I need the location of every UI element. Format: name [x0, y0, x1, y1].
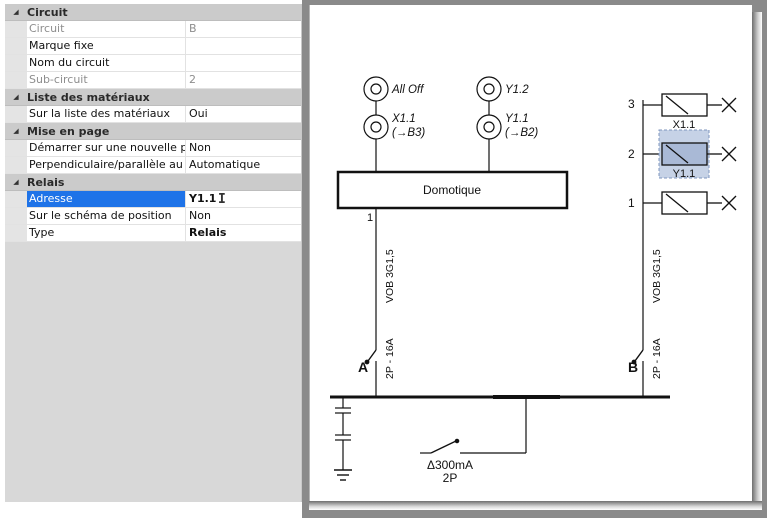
property-row-sub-circuit: Sub-circuit 2	[5, 72, 301, 89]
breaker-a-switch[interactable]	[367, 349, 377, 362]
property-row-marque-fixe[interactable]: Marque fixe	[5, 38, 301, 55]
contact-y12-circle[interactable]	[476, 76, 502, 102]
domotique-label: Domotique	[423, 183, 481, 197]
property-value-sur-la-liste[interactable]: Oui	[189, 107, 208, 120]
collapse-triangle-icon[interactable]: ◢	[13, 93, 19, 101]
collapse-triangle-icon[interactable]: ◢	[13, 127, 19, 135]
section-title: Circuit	[27, 5, 68, 19]
property-row-nom-du-circuit[interactable]: Nom du circuit	[5, 55, 301, 72]
section-relais[interactable]: ◢ Relais	[5, 174, 301, 191]
property-name: Sur la liste des matériaux	[27, 106, 186, 122]
property-row-demarrer[interactable]: Démarrer sur une nouvelle pag Non	[5, 140, 301, 157]
property-row-circuit: Circuit B	[5, 21, 301, 38]
section-title: Mise en page	[27, 124, 110, 138]
contact-y12-label: Y1.2	[505, 84, 529, 96]
property-grid-empty-area	[5, 242, 301, 502]
relay-number-3: 3	[628, 97, 635, 111]
canvas-shadow	[309, 501, 762, 510]
property-value-sub-circuit: 2	[189, 73, 196, 86]
property-name: Sur le schéma de position	[27, 208, 186, 224]
property-value-schema-position[interactable]: Non	[189, 209, 211, 222]
property-name: Circuit	[27, 21, 186, 37]
schematic-canvas[interactable]: All Off X1.1 (→B3) Y1.2 Y1.1 (→B2) Domot…	[309, 5, 752, 501]
differential-poles: 2P	[443, 471, 458, 485]
property-value-circuit: B	[189, 22, 197, 35]
property-row-adresse[interactable]: Adresse Y1.1 I	[5, 191, 301, 208]
breaker-a-label: A	[358, 359, 368, 375]
collapse-triangle-icon[interactable]: ◢	[13, 8, 19, 16]
contact-all-off-label: All Off	[391, 84, 425, 96]
property-name: Type	[27, 225, 186, 241]
relay-label-y11: Y1.1	[673, 168, 696, 180]
property-row-type[interactable]: Type Relais	[5, 225, 301, 242]
property-name: Marque fixe	[27, 38, 186, 54]
property-value-marque-fixe[interactable]	[186, 38, 301, 54]
relay-1[interactable]	[661, 191, 708, 215]
property-name: Adresse	[27, 191, 186, 207]
relay-2[interactable]	[661, 142, 708, 166]
section-title: Relais	[27, 175, 65, 189]
collapse-triangle-icon[interactable]: ◢	[13, 178, 19, 186]
relay-label-x11: X1.1	[673, 119, 696, 131]
property-row-sur-la-liste[interactable]: Sur la liste des matériaux Oui	[5, 106, 301, 123]
breaker-b-rating: 2P - 16A	[651, 338, 663, 379]
adresse-input[interactable]: Y1.1 I	[186, 191, 301, 207]
breaker-b-label: B	[628, 359, 638, 375]
section-title: Liste des matériaux	[27, 90, 150, 104]
domotique-box[interactable]	[336, 170, 569, 210]
contact-x11-circle[interactable]	[363, 114, 389, 140]
contact-x11-ref: (→B3)	[392, 127, 425, 139]
property-name: Démarrer sur une nouvelle pag	[29, 140, 186, 156]
property-value-type[interactable]: Relais	[189, 226, 227, 239]
breaker-b-switch[interactable]	[634, 349, 644, 362]
section-liste-des-materiaux[interactable]: ◢ Liste des matériaux	[5, 89, 301, 106]
relay-number-1: 1	[628, 196, 635, 210]
contact-y11-ref: (→B2)	[505, 127, 538, 139]
property-name: Perpendiculaire/parallèle au câl	[29, 157, 186, 173]
property-value-demarrer[interactable]: Non	[189, 141, 211, 154]
property-row-perpendiculaire[interactable]: Perpendiculaire/parallèle au câl Automat…	[5, 157, 301, 174]
relay-3[interactable]	[661, 93, 708, 117]
property-name: Sub-circuit	[27, 72, 186, 88]
contact-x11-label: X1.1	[391, 113, 416, 125]
property-row-schema-position[interactable]: Sur le schéma de position Non	[5, 208, 301, 225]
relay-number-2: 2	[628, 147, 635, 161]
section-circuit[interactable]: ◢ Circuit	[5, 4, 301, 21]
cable-b-label: VOB 3G1,5	[651, 249, 663, 303]
differential-switch[interactable]	[430, 440, 457, 454]
cable-a-label: VOB 3G1,5	[384, 249, 396, 303]
contact-y11-circle[interactable]	[476, 114, 502, 140]
canvas-shadow	[752, 12, 762, 508]
section-mise-en-page[interactable]: ◢ Mise en page	[5, 123, 301, 140]
breaker-a-rating: 2P - 16A	[384, 338, 396, 379]
differential-rating: Δ300mA	[427, 458, 473, 472]
text-cursor-icon: I	[218, 192, 226, 207]
contact-y11-label: Y1.1	[505, 113, 529, 125]
property-name: Nom du circuit	[27, 55, 186, 71]
property-grid: ◢ Circuit Circuit B Marque fixe Nom du c…	[5, 4, 302, 502]
domotique-output-number: 1	[367, 212, 373, 224]
adresse-value: Y1.1	[189, 192, 217, 205]
contact-all-off-circle[interactable]	[363, 76, 389, 102]
property-value-perpendiculaire[interactable]: Automatique	[189, 158, 261, 171]
property-value-nom-du-circuit[interactable]	[186, 55, 301, 71]
schematic-drawing: All Off X1.1 (→B3) Y1.2 Y1.1 (→B2) Domot…	[330, 76, 737, 485]
